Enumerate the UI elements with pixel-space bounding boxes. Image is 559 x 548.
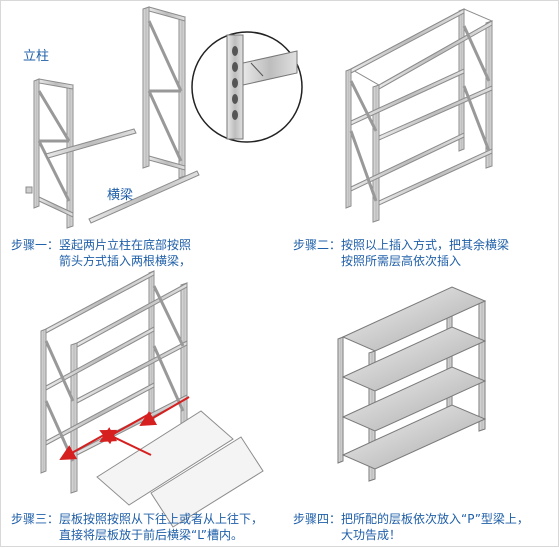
beam-label: 横梁	[107, 188, 134, 203]
slot-detail-circle	[191, 31, 303, 143]
step1-line1: 竖起两片立柱在底部按照	[59, 238, 192, 252]
step3-prefix: 步骤三：	[11, 512, 60, 526]
beam-top	[45, 128, 137, 159]
shelf-panel-1	[96, 410, 234, 506]
shelf-3	[341, 366, 487, 432]
step2-drawing	[345, 8, 494, 223]
shelf-panel-2	[150, 436, 264, 528]
step2-caption: 步骤二：按照以上插入方式，把其余横梁 按照所需层高依次插入	[293, 237, 509, 269]
beam-bottom	[88, 170, 200, 224]
step2-prefix: 步骤二：	[293, 238, 342, 252]
step4-prefix: 步骤四：	[293, 512, 342, 526]
step4-line1: 把所配的层板依次放入“P”型梁上，	[341, 512, 529, 526]
step2-line2: 按照所需层高依次插入	[341, 254, 462, 268]
step4-line2: 大功告成！	[341, 528, 402, 542]
upright-frame-right	[142, 6, 186, 179]
step4-drawing	[337, 286, 487, 482]
shelf-top	[341, 286, 487, 352]
step2-line1: 按照以上插入方式，把其余横梁	[341, 238, 510, 252]
step3-drawing	[40, 270, 264, 528]
step1-drawing	[25, 6, 200, 229]
step3-caption: 步骤三：层板按照按照从下往上或者从上往下， 直接将层板放于前后横梁“L”槽内。	[11, 511, 263, 543]
step1-caption: 步骤一：竖起两片立柱在底部按照 箭头方式插入两根横梁，	[11, 237, 191, 269]
shelf-bottom	[341, 404, 487, 470]
upright-label: 立柱	[23, 49, 50, 64]
step4-caption: 步骤四：把所配的层板依次放入“P”型梁上， 大功告成！	[293, 511, 529, 543]
step3-line1: 层板按照按照从下往上或者从上往下，	[59, 512, 264, 526]
step3-line2: 直接将层板放于前后横梁“L”槽内。	[59, 528, 243, 542]
upright-frame-left	[33, 78, 74, 229]
step1-line2: 箭头方式插入两根横梁，	[59, 254, 192, 268]
step1-prefix: 步骤一：	[11, 238, 60, 252]
shelf-2	[341, 326, 487, 392]
step3-arrows	[59, 396, 190, 460]
